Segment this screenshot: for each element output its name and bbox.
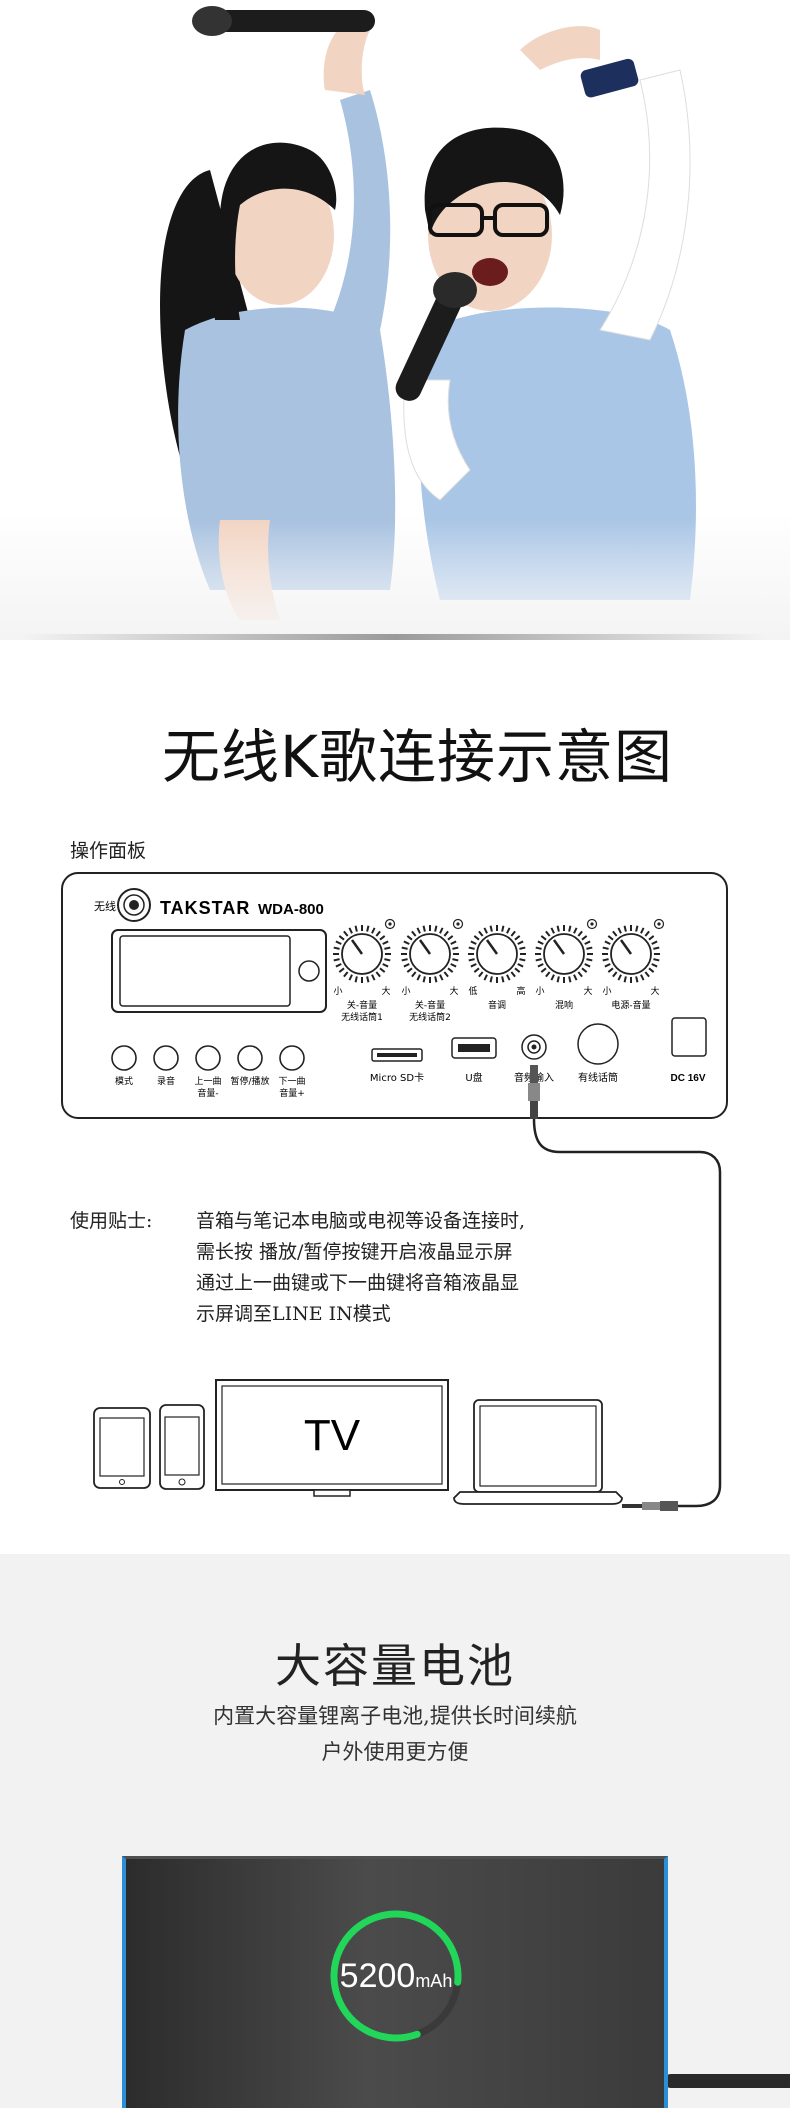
micro-sd-slot[interactable] [371, 1048, 423, 1062]
knob-min-label: 小 [333, 986, 342, 997]
tv-label: TV [304, 1411, 361, 1460]
battery-desc-line: 内置大容量锂离子电池,提供长时间续航 [213, 1704, 577, 1728]
capacity-unit: mAh [415, 1971, 453, 1991]
knob-min-label: 小 [602, 986, 611, 997]
micro-sd-label: Micro SD卡 [370, 1071, 424, 1084]
laptop-device [453, 1399, 623, 1505]
knob-min-label: 小 [535, 986, 544, 997]
knob-sublabel: 无线话筒2 [409, 1011, 451, 1023]
indicator-led-icon [653, 918, 665, 930]
capacity-ring-icon [330, 1910, 462, 2042]
indicator-led-icon [452, 918, 464, 930]
button-sublabel: 音量- [197, 1087, 218, 1099]
aux-input-jack[interactable] [521, 1034, 547, 1060]
capacity-value: 5200 [339, 1957, 416, 1995]
karaoke-people-illustration [0, 6, 790, 640]
button-label: 上一曲 [194, 1076, 221, 1087]
wireless-mark-icon [117, 888, 151, 922]
usb-label: U盘 [465, 1071, 482, 1084]
tips-label: 使用贴士: [70, 1210, 153, 1232]
button-label: 模式 [115, 1075, 133, 1087]
panel-button-1[interactable]: 模式 [111, 1045, 137, 1087]
aux-cable [532, 1118, 722, 1508]
panel-caption: 操作面板 [70, 840, 147, 862]
knob-min-label: 低 [468, 985, 477, 997]
knob-sublabel: 无线话筒1 [341, 1011, 383, 1023]
panel-button-2[interactable]: 录音 [153, 1045, 179, 1087]
brand-logo: TAKSTAR [160, 898, 250, 918]
indicator-led-icon [384, 918, 396, 930]
tips-line: 示屏调至LINE IN模式 [196, 1303, 391, 1325]
knob-3[interactable]: 低 高音调 [468, 925, 526, 1011]
knob-4[interactable]: 小 大混响 [535, 918, 598, 1012]
knob-label: 混响 [555, 999, 573, 1011]
connection-diagram: 无线 TAKSTAR WDA-800 小大关-音量无线话筒1小大关-音量无线话筒… [61, 872, 728, 1511]
model-label: WDA-800 [258, 901, 324, 918]
battery-section: 大容量电池 内置大容量锂离子电池,提供长时间续航 户外使用更方便 5200mAh [0, 1554, 790, 2108]
knob-label: 音调 [488, 999, 506, 1011]
aux-cable-plug [530, 1065, 538, 1083]
knob-min-label: 小 [401, 986, 410, 997]
battery-desc-line: 户外使用更方便 [321, 1740, 469, 1764]
button-label: 录音 [157, 1075, 175, 1087]
tips-line: 通过上一曲键或下一曲键将音箱液晶显 [196, 1272, 520, 1294]
battery-cable [664, 2074, 790, 2088]
hero-photo [0, 0, 790, 640]
hero-divider [20, 634, 770, 640]
knob-max-label: 大 [449, 985, 458, 997]
battery-title: 大容量电池 [275, 1639, 515, 1693]
indicator-led-icon [586, 918, 598, 930]
lcd-screen [111, 929, 327, 1013]
capacity-readout: 5200mAh [326, 1906, 466, 2046]
button-label: 下一曲 [278, 1076, 305, 1087]
knob-label: 关-音量 [347, 999, 377, 1011]
ir-sensor-icon [298, 960, 320, 982]
phone-device [159, 1404, 205, 1490]
knob-max-label: 大 [650, 985, 659, 997]
knob-5[interactable]: 小 大电源-音量 [602, 918, 665, 1012]
dc-power-jack[interactable] [671, 1017, 707, 1057]
dc-label: DC 16V [670, 1073, 705, 1084]
tips-line: 音箱与笔记本电脑或电视等设备连接时, [196, 1210, 526, 1232]
tablet-device [93, 1407, 151, 1489]
battery-body [122, 1856, 668, 2108]
wired-mic-jack[interactable] [577, 1023, 619, 1065]
knob-max-label: 高 [516, 985, 525, 997]
knob-max-label: 大 [381, 985, 390, 997]
panel-button-4[interactable]: 暂停/播放 [230, 1045, 270, 1087]
knob-label: 关-音量 [415, 999, 445, 1011]
tips-line: 需长按 播放/暂停按键开启液晶显示屏 [196, 1241, 513, 1263]
battery-description: 内置大容量锂离子电池,提供长时间续航 户外使用更方便 [0, 1698, 790, 1770]
button-label: 暂停/播放 [230, 1075, 269, 1087]
wireless-label: 无线 [94, 899, 116, 913]
knob-label: 电源-音量 [611, 999, 650, 1011]
tv-device: TV [215, 1379, 449, 1497]
wired-mic-label: 有线话筒 [578, 1071, 618, 1084]
knob-max-label: 大 [583, 985, 592, 997]
diagram-title: 无线K歌连接示意图 [161, 723, 674, 791]
button-sublabel: 音量+ [279, 1087, 305, 1099]
usb-port[interactable] [451, 1037, 497, 1059]
man-figure [395, 26, 696, 600]
